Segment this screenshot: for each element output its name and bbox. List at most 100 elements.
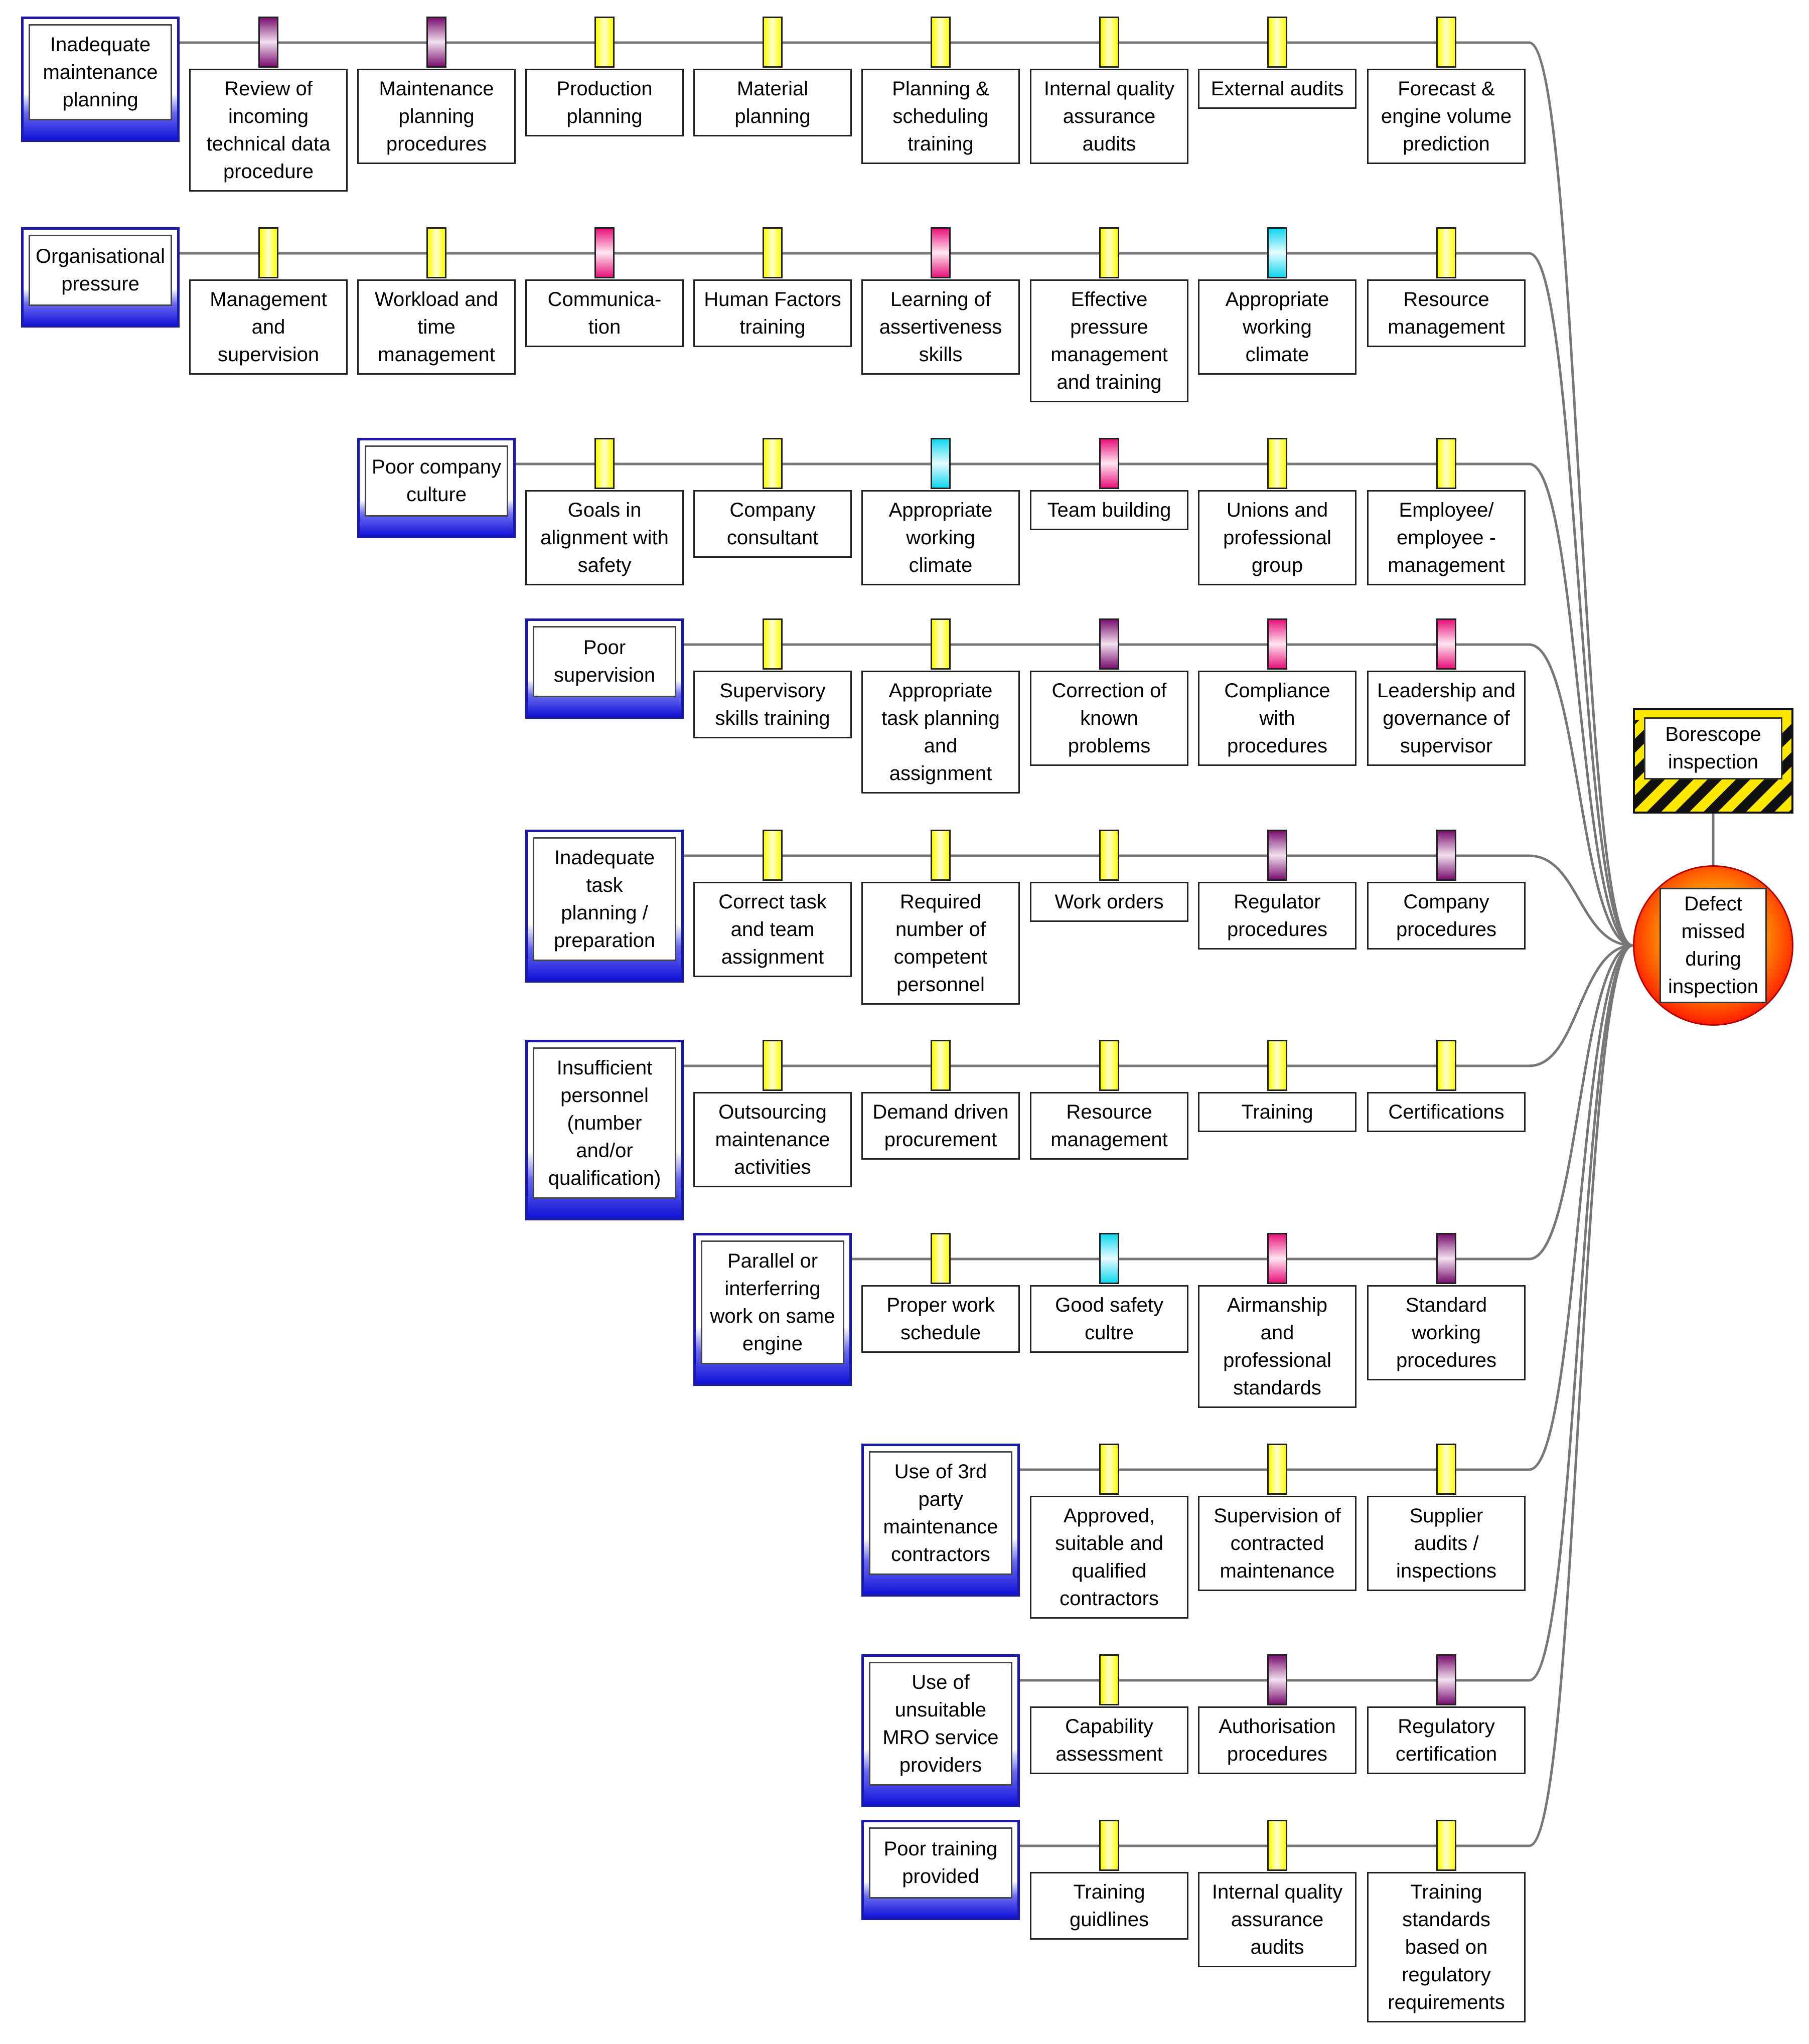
barrier-box[interactable]: Work orders <box>1030 882 1188 922</box>
barrier-tab-yellow <box>763 618 783 670</box>
barrier-box[interactable]: Workload and time management <box>357 279 516 375</box>
barrier-box[interactable]: Resource management <box>1367 279 1526 347</box>
barrier-box[interactable]: Forecast & engine volume prediction <box>1367 69 1526 164</box>
barrier-tab-magenta <box>1267 1233 1287 1284</box>
barrier-box[interactable]: Compliance with procedures <box>1198 671 1356 766</box>
barrier-box[interactable]: Employee/ employee - management <box>1367 490 1526 585</box>
threat-to-event-curve <box>1529 252 1633 947</box>
barrier-tab-yellow <box>931 17 951 68</box>
barrier-box[interactable]: Good safety cultre <box>1030 1285 1188 1353</box>
barrier-tab-yellow <box>1099 1040 1119 1091</box>
barrier-box[interactable]: Outsourcing maintenance activities <box>693 1092 852 1187</box>
barrier-tab-yellow <box>763 1040 783 1091</box>
barrier-box[interactable]: Correct task and team assignment <box>693 882 852 977</box>
barrier-box[interactable]: External audits <box>1198 69 1356 109</box>
barrier-box[interactable]: Learning of assertiveness skills <box>861 279 1020 375</box>
top-event-label: Defect missed during inspection <box>1660 888 1767 1003</box>
barrier-box[interactable]: Training <box>1198 1092 1356 1132</box>
threat-box[interactable]: Poor supervision <box>525 618 684 719</box>
barrier-box[interactable]: Training guidlines <box>1030 1872 1188 1940</box>
barrier-box[interactable]: Proper work schedule <box>861 1285 1020 1353</box>
barrier-tab-yellow <box>763 17 783 68</box>
barrier-box[interactable]: Demand driven procurement <box>861 1092 1020 1160</box>
barrier-tab-yellow <box>1436 227 1456 278</box>
barrier-box[interactable]: Appropriate task planning and assignment <box>861 671 1020 794</box>
barrier-box[interactable]: Appropriate working climate <box>861 490 1020 585</box>
barrier-box[interactable]: Maintenance planning procedures <box>357 69 516 164</box>
barrier-box[interactable]: Material planning <box>693 69 852 136</box>
barrier-tab-purple <box>1099 618 1119 670</box>
threat-label: Use of 3rd party maintenance contractors <box>869 1451 1012 1575</box>
barrier-tab-yellow <box>1267 438 1287 489</box>
threat-box[interactable]: Inadequate task planning / preparation <box>525 830 684 983</box>
barrier-box[interactable]: Authorisation procedures <box>1198 1706 1356 1774</box>
barrier-box[interactable]: Planning & scheduling training <box>861 69 1020 164</box>
barrier-box[interactable]: Effective pressure management and traini… <box>1030 279 1188 402</box>
barrier-box[interactable]: Leadership and governance of supervisor <box>1367 671 1526 766</box>
barrier-box[interactable]: Team building <box>1030 490 1188 530</box>
barrier-box[interactable]: Resource management <box>1030 1092 1188 1160</box>
barrier-box[interactable]: Correction of known problems <box>1030 671 1188 766</box>
hazard-box[interactable]: Borescope inspection <box>1633 708 1793 814</box>
barrier-box[interactable]: Training standards based on regulatory r… <box>1367 1872 1526 2022</box>
barrier-box[interactable]: Company consultant <box>693 490 852 558</box>
barrier-box[interactable]: Approved, suitable and qualified contrac… <box>1030 1496 1188 1619</box>
barrier-box[interactable]: Production planning <box>525 69 684 136</box>
barrier-box[interactable]: Regulatory certification <box>1367 1706 1526 1774</box>
threat-box[interactable]: Use of 3rd party maintenance contractors <box>861 1444 1020 1597</box>
top-event-circle[interactable]: Defect missed during inspection <box>1633 865 1793 1026</box>
threat-box[interactable]: Poor training provided <box>861 1820 1020 1920</box>
barrier-tab-magenta <box>931 227 951 278</box>
barrier-box[interactable]: Internal quality assurance audits <box>1030 69 1188 164</box>
barrier-box[interactable]: Supplier audits / inspections <box>1367 1496 1526 1591</box>
threat-box[interactable]: Insufficient personnel (number and/or qu… <box>525 1040 684 1220</box>
barrier-tab-purple <box>426 17 446 68</box>
barrier-tab-yellow <box>1099 1654 1119 1705</box>
barrier-box[interactable]: Supervisory skills training <box>693 671 852 738</box>
threat-label: Insufficient personnel (number and/or qu… <box>533 1047 676 1199</box>
barrier-tab-purple <box>1436 1654 1456 1705</box>
barrier-box[interactable]: Standard working procedures <box>1367 1285 1526 1380</box>
barrier-box[interactable]: Supervision of contracted maintenance <box>1198 1496 1356 1591</box>
barrier-tab-magenta <box>1436 618 1456 670</box>
barrier-tab-purple <box>1267 1654 1287 1705</box>
barrier-tab-magenta <box>594 227 615 278</box>
barrier-tab-yellow <box>1436 438 1456 489</box>
threat-box[interactable]: Parallel or interferring work on same en… <box>693 1233 852 1386</box>
barrier-tab-yellow <box>1267 1444 1287 1495</box>
barrier-tab-yellow <box>426 227 446 278</box>
barrier-box[interactable]: Management and supervision <box>189 279 348 375</box>
barrier-tab-yellow <box>258 227 278 278</box>
barrier-box[interactable]: Review of incoming technical data proced… <box>189 69 348 192</box>
threat-box[interactable]: Poor company culture <box>357 438 516 538</box>
barrier-box[interactable]: Airmanship and professional standards <box>1198 1285 1356 1408</box>
threat-box[interactable]: Organisational pressure <box>21 227 180 328</box>
barrier-box[interactable]: Certifications <box>1367 1092 1526 1132</box>
barrier-tab-purple <box>1436 830 1456 881</box>
barrier-box[interactable]: Goals in alignment with safety <box>525 490 684 585</box>
barrier-box[interactable]: Appropriate working climate <box>1198 279 1356 375</box>
barrier-box[interactable]: Company procedures <box>1367 882 1526 950</box>
threat-to-event-curve <box>1529 944 1633 1847</box>
barrier-box[interactable]: Unions and professional group <box>1198 490 1356 585</box>
threat-to-event-curve <box>1529 944 1633 1261</box>
threat-box[interactable]: Inadequate maintenance planning <box>21 17 180 142</box>
barrier-tab-magenta <box>1267 618 1287 670</box>
barrier-tab-yellow <box>594 17 615 68</box>
barrier-box[interactable]: Required number of competent personnel <box>861 882 1020 1005</box>
threat-to-event-curve <box>1529 41 1633 947</box>
barrier-box[interactable]: Human Factors training <box>693 279 852 347</box>
barrier-tab-cyan <box>1267 227 1287 278</box>
threat-to-event-curve <box>1529 944 1633 1682</box>
barrier-box[interactable]: Capability assessment <box>1030 1706 1188 1774</box>
barrier-tab-yellow <box>763 227 783 278</box>
barrier-box[interactable]: Internal quality assurance audits <box>1198 1872 1356 1967</box>
threat-box[interactable]: Use of unsuitable MRO service providers <box>861 1654 1020 1807</box>
barrier-tab-yellow <box>1099 17 1119 68</box>
barrier-tab-yellow <box>931 830 951 881</box>
threat-label: Parallel or interferring work on same en… <box>701 1240 844 1364</box>
barrier-box[interactable]: Communica- tion <box>525 279 684 347</box>
threat-to-event-curve <box>1529 944 1633 1471</box>
threat-label: Poor company culture <box>365 445 508 517</box>
barrier-box[interactable]: Regulator procedures <box>1198 882 1356 950</box>
